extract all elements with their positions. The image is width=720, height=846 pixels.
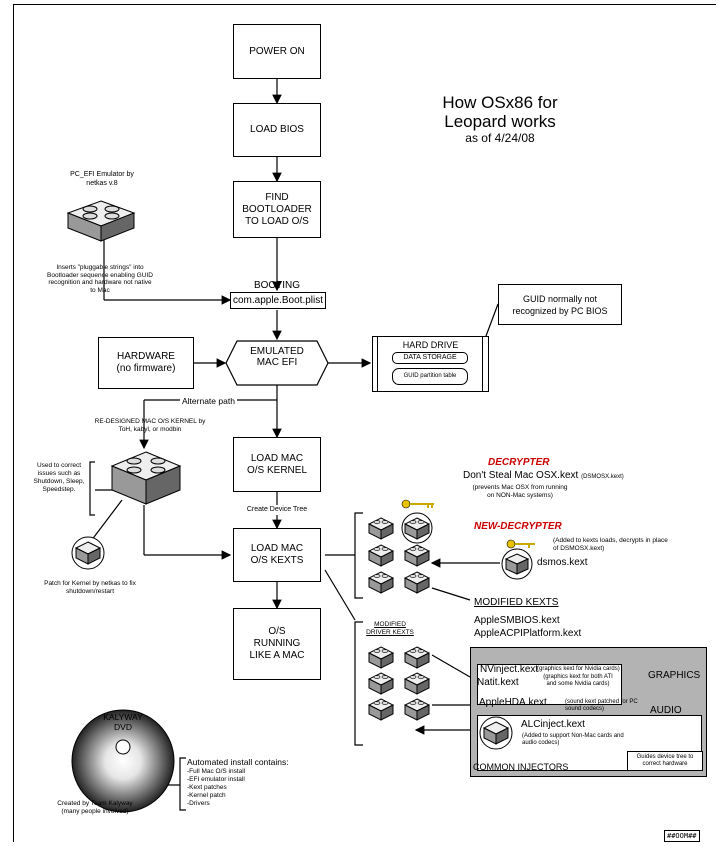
dvd-label: KALYWAY DVD — [103, 712, 143, 732]
nvinject-note: (graphics kext for Nvidia cards) — [537, 666, 620, 672]
kernel-patch-lego-icon — [71, 536, 105, 570]
load-kexts-box: LOAD MAC O/S KEXTS — [233, 528, 321, 582]
kext-lego-icon — [368, 646, 394, 669]
graphics-kext-box — [477, 664, 622, 705]
dvd-contents-item: -Kext patches — [187, 784, 227, 791]
load-bios-box: LOAD BIOS — [233, 103, 321, 157]
hard-drive-box: HARD DRIVE — [372, 336, 489, 392]
kalyway-dvd-icon — [71, 709, 175, 813]
kext-lego-icon — [404, 698, 430, 721]
title-line-1: How OSx86 for — [442, 93, 558, 112]
os-running-box: O/S RUNNING LIKE A MAC — [233, 608, 321, 680]
data-storage-box: DATA STORAGE — [392, 352, 468, 364]
decrypter-kext-tag: (DSMOSX.kext) — [581, 474, 624, 480]
page-frame — [13, 4, 716, 842]
alternate-path-label: Alternate path — [180, 396, 237, 406]
guid-partition-box: GUID partition table — [392, 368, 468, 385]
new-decrypter-title: NEW-DECRYPTER — [474, 521, 562, 532]
graphics-label: GRAPHICS — [648, 670, 701, 681]
guid-note-box: GUID normally not recognized by PC BIOS — [498, 284, 622, 325]
dvd-contents-item: -Drivers — [187, 800, 210, 807]
alcinject-lego-icon — [479, 716, 513, 750]
dvd-contents-title: Automated install contains: — [187, 757, 289, 767]
boot-plist-box: com.apple.Boot.plist — [230, 292, 326, 309]
alcinject-note: (Added to support Non-Mac cards and audi… — [522, 733, 624, 746]
nvinject-label: NVinject.kext — [480, 664, 539, 675]
new-decrypter-note: (Added to kexts loads, decrypts in place… — [553, 537, 668, 552]
kext-lego-icon — [404, 672, 430, 695]
decrypter-title: DECRYPTER — [488, 457, 550, 468]
os-running-label: O/S RUNNING LIKE A MAC — [249, 626, 305, 661]
power-on-box: POWER ON — [233, 24, 321, 79]
load-kernel-box: LOAD MAC O/S KERNEL — [233, 437, 321, 492]
kext-lego-icon — [404, 646, 430, 669]
modified-kext-item: AppleACPIPlatform.kext — [474, 628, 582, 639]
modified-kext-item: AppleSMBIOS.kext — [474, 615, 560, 626]
device-tree-note: Guides device tree to correct hardware — [636, 754, 694, 767]
power-on-label: POWER ON — [249, 45, 305, 57]
kext-lego-icon — [368, 571, 394, 594]
common-injectors-label: COMMON INJECTORS — [473, 762, 569, 772]
dvd-contents-item: -Full Mac O/S install — [187, 768, 246, 775]
emulated-efi-label: EMULATED MAC EFI — [250, 346, 304, 368]
footer-code: ##OOM## — [664, 830, 700, 842]
pc-efi-note: Inserts "pluggable strings" into Bootloa… — [47, 264, 153, 294]
find-bootloader-label: FIND BOOTLOADER TO LOAD O/S — [242, 191, 312, 227]
audio-label: AUDIO — [650, 705, 682, 716]
title-line-3: as of 4/24/08 — [465, 131, 535, 145]
applehda-label: AppleHDA.kext — [479, 697, 547, 708]
device-tree-note-box: Guides device tree to correct hardware — [627, 751, 703, 771]
kext-lego-icon — [368, 517, 394, 540]
find-bootloader-box: FIND BOOTLOADER TO LOAD O/S — [233, 181, 321, 238]
load-bios-label: LOAD BIOS — [250, 124, 304, 135]
modified-kexts-title: MODIFIED KEXTS — [474, 597, 559, 608]
boot-plist-label: com.apple.Boot.plist — [232, 294, 324, 306]
dvd-credit: Created by Team Kalyway (many people inv… — [57, 800, 133, 815]
title-line-2: Leopard works — [444, 112, 556, 131]
diagram-title: How OSx86 for Leopard works as of 4/24/0… — [415, 93, 585, 146]
dsmos-lego-icon — [501, 548, 533, 580]
new-key-icon — [506, 539, 535, 549]
modified-driver-kexts-title: MODIFIED DRIVER KEXTS — [366, 621, 414, 636]
kext-lego-icon — [404, 544, 430, 567]
guid-note-text: GUID normally not recognized by PC BIOS — [512, 293, 608, 316]
dvd-contents-item: -EFI emulator install — [187, 776, 245, 783]
create-device-tree-label: Create Device Tree — [233, 505, 321, 515]
kernel-patch-note: Patch for Kernel by netkas to fix shutdo… — [44, 580, 136, 595]
kernel-lego-icon — [110, 451, 182, 505]
kernel-label: RE-DESIGNED MAC O/S KERNEL by ToH, kabyl… — [94, 418, 206, 433]
natit-note: (graphics kext for both ATI and some Nvi… — [543, 674, 613, 687]
emulated-efi-hexagon — [225, 340, 329, 386]
pc-efi-lego-icon — [66, 200, 136, 242]
kernel-note: Used to correct issues such as Shutdown,… — [33, 462, 85, 493]
hard-drive-title: HARD DRIVE — [402, 340, 459, 350]
alcinject-label: ALCinject.kext — [521, 719, 585, 730]
decrypter-note: (prevents Mac OSX from running on NON-Ma… — [472, 484, 568, 499]
load-kexts-label: LOAD MAC O/S KEXTS — [250, 543, 304, 566]
modified-kexts-list: AppleSMBIOS.kext AppleACPIPlatform.kext — [474, 614, 581, 640]
kext-lego-icon — [368, 698, 394, 721]
hardware-label: HARDWARE (no firmware) — [116, 351, 176, 374]
dsmosx-highlight-ring — [401, 512, 433, 544]
pc-efi-label: PC_EFI Emulator by netkas v.8 — [70, 171, 134, 187]
guid-partition-label: GUID partition table — [403, 373, 457, 379]
decrypter-kext-line: Don't Steal Mac OSX.kext (DSMOSX.kext) — [463, 470, 624, 483]
load-kernel-label: LOAD MAC O/S KERNEL — [246, 452, 308, 476]
kext-lego-icon — [404, 517, 430, 540]
applehda-note: (sound kext patched for PC sound codecs) — [565, 699, 638, 712]
dvd-contents-item: -Kernel patch — [187, 792, 226, 799]
booting-label: BOOTING — [253, 280, 301, 291]
natit-label: Natit.kext — [477, 677, 519, 688]
data-storage-label: DATA STORAGE — [403, 354, 457, 361]
key-icon — [401, 499, 434, 509]
kext-lego-icon — [368, 672, 394, 695]
kext-lego-icon — [404, 571, 430, 594]
dvd-contents-list: -Full Mac O/S install -EFI emulator inst… — [187, 768, 245, 808]
dsmos-kext-label: dsmos.kext — [537, 557, 588, 568]
decrypter-kext-name: Don't Steal Mac OSX.kext — [463, 470, 579, 481]
kext-lego-icon — [368, 544, 394, 567]
hardware-box: HARDWARE (no firmware) — [98, 337, 194, 389]
